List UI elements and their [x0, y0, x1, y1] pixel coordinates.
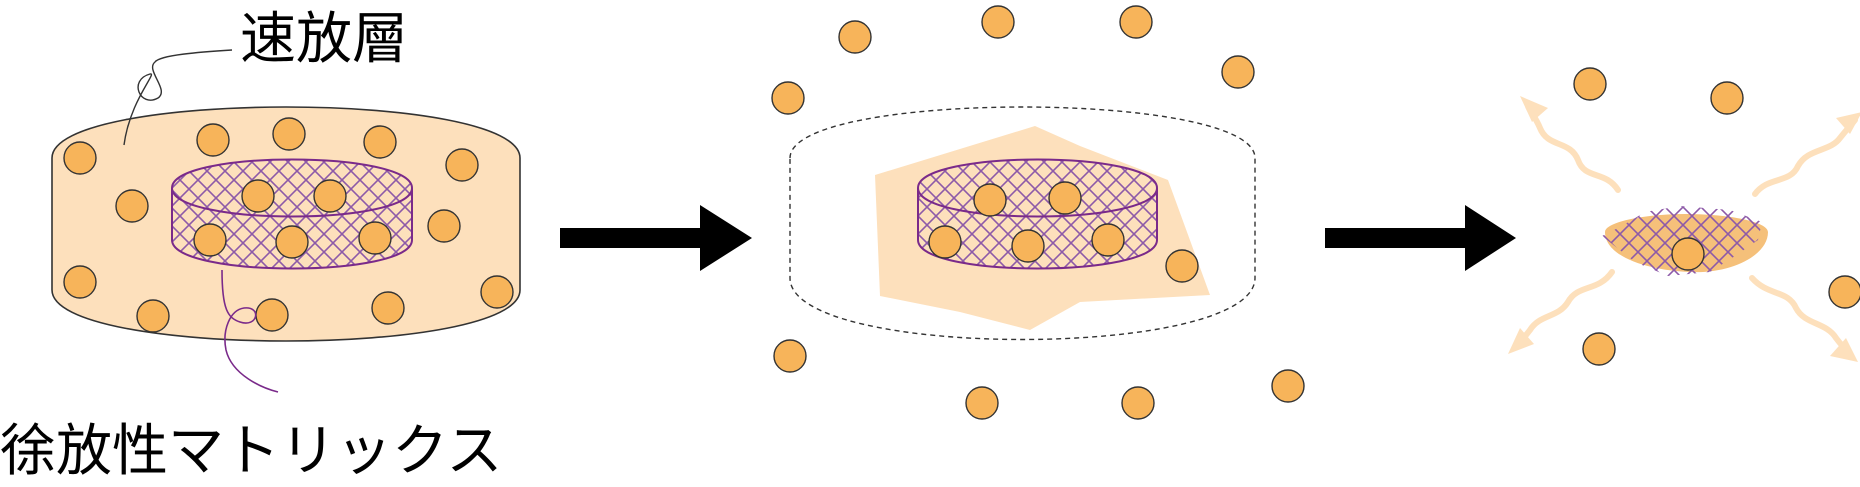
fast-layer-callout-line: [123, 49, 233, 146]
sustained-release-matrix-label: 徐放性マトリックス: [0, 419, 502, 484]
matrix-particles: [928, 181, 1125, 263]
stage-arrow-2: [1325, 205, 1516, 271]
fast-release-layer-label: 速放層: [240, 7, 408, 72]
matrix-particles: [193, 179, 392, 259]
layer-particles: [63, 117, 514, 333]
matrix-particles: [1671, 237, 1705, 271]
dissolved-layer-outline: [789, 106, 1256, 341]
released-particles: [1573, 67, 1860, 366]
stage-arrow-1: [560, 205, 752, 271]
sustained-matrix: [171, 158, 413, 270]
wavy-arrow-up-right: [1752, 117, 1858, 197]
arrowhead-down-right: [1830, 338, 1858, 362]
matrix-callout-line: [221, 269, 279, 393]
wavy-arrow-heads: [1508, 96, 1860, 362]
arrowhead-up-right: [1836, 112, 1860, 134]
arrowhead-down-left: [1508, 328, 1534, 354]
stage-matrix-eroding: [1508, 67, 1860, 366]
arrowhead-up-left: [1520, 96, 1548, 122]
stage-fast-layer-dissolving: [771, 5, 1305, 420]
released-particles: [771, 5, 1305, 420]
wavy-arrow-up-left: [1525, 103, 1621, 193]
stage-intact-tablet: 速放層 徐放性マトリックス: [0, 7, 521, 484]
